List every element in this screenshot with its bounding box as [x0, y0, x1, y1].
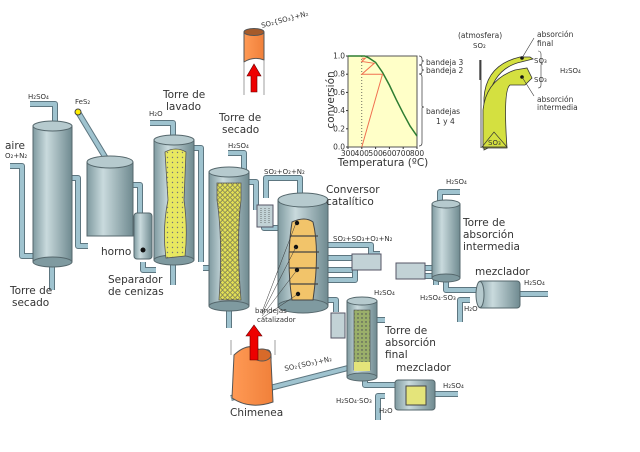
x-tick-label: 800	[410, 149, 425, 158]
oleum-label: H₂SO₄·SO₃	[336, 397, 372, 405]
h2so4-label: H₂SO₄	[443, 382, 464, 390]
chart-ylabel: conversión	[325, 71, 337, 128]
annotation-trays-1-4: bandejas	[426, 107, 460, 116]
fes2-label: FeS₂	[75, 98, 90, 106]
final-absorption-label: absorción	[537, 30, 574, 39]
gas-mix-label: SO₂+SO₃+O₂+N₂	[333, 235, 393, 243]
ash-separator	[133, 212, 153, 260]
h2so4-label: H₂SO₄	[524, 279, 545, 287]
h2so4-label: H₂SO₄	[560, 67, 581, 75]
y-tick-label: 0.0	[333, 143, 345, 152]
absorption-inset: (atmosfera) SO₂ absorción final absorció…	[458, 30, 581, 151]
chimney-top	[243, 28, 265, 95]
y-tick-label: 0.6	[333, 88, 345, 97]
final-tower-label: absorción	[385, 337, 436, 349]
x-tick-label: 500	[368, 149, 383, 158]
converter-label: Conversor	[326, 184, 380, 196]
exhaust-label: SO₂{SO₃}+N₂	[260, 10, 309, 30]
chimney	[230, 324, 276, 406]
x-tick-label: 300	[341, 149, 356, 158]
so2-label: SO₂	[473, 42, 486, 50]
series-equilibrio	[348, 55, 418, 137]
h2so4-label: H₂SO₄	[446, 178, 467, 186]
so3-label: SO₃	[488, 139, 501, 147]
washing-tower-label: lavado	[166, 101, 201, 113]
annotation-tray-3: bandeja 3	[426, 58, 464, 67]
intermediate-tower-label: Torre de	[462, 217, 505, 229]
gas-flow-arrow-icon	[245, 324, 263, 361]
h2o-label: H₂O	[464, 305, 478, 313]
catalyst-trays-label: catalizador	[257, 316, 296, 324]
x-tick-label: 400	[355, 149, 370, 158]
conversion-chart: conversión Temperatura (ºC) bandeja 3 ba…	[325, 52, 464, 170]
h2so4-label: H₂SO₄	[228, 142, 249, 150]
catalytic-converter	[261, 192, 329, 319]
drying-tower-2-label: secado	[222, 124, 259, 136]
washing-tower-label: Torre de	[162, 89, 205, 101]
atmosphere-label: (atmosfera)	[458, 31, 502, 40]
drying-tower-1-label: secado	[12, 297, 49, 309]
washing-tower	[153, 134, 195, 266]
drying-tower-2-label: Torre de	[218, 112, 261, 124]
final-tower-label: Torre de	[384, 325, 427, 337]
ash-separator-label: Separador	[108, 274, 163, 286]
oleum-label: H₂SO₄·SO₃	[420, 294, 456, 302]
pipes	[10, 101, 548, 420]
drying-tower-1-label: Torre de	[9, 285, 52, 297]
intermediate-absorption-label: absorción	[537, 95, 574, 104]
y-tick-label: 0.4	[333, 106, 345, 115]
mixer-1	[475, 280, 521, 309]
x-tick-label: 600	[382, 149, 397, 158]
chimney-label: Chimenea	[230, 407, 283, 419]
intermediate-absorption-label: intermedia	[537, 103, 578, 112]
chart-xlabel: Temperatura (ºC)	[337, 157, 429, 169]
mixer-label: mezclador	[396, 362, 451, 374]
chart-brackets	[418, 55, 425, 147]
mixer-2	[394, 379, 436, 411]
final-absorption-label: final	[537, 39, 553, 48]
so3-label: SO₃	[534, 57, 547, 65]
fes2-feed-icon	[74, 108, 82, 116]
exhaust-label: SO₂{SO₃}+N₂	[284, 355, 333, 373]
so2-o2-n2-label: SO₂+O₂+N₂	[264, 168, 305, 176]
intermediate-tower-label: absorción	[463, 229, 514, 241]
converter-label: catalítico	[326, 196, 374, 208]
final-tower-label: final	[385, 349, 408, 361]
annotation-tray-2: bandeja 2	[426, 66, 464, 75]
ash-separator-label: de cenizas	[108, 286, 164, 298]
annotation-trays-1-4: 1 y 4	[436, 117, 455, 126]
catalyst-trays-label: bandejas	[255, 307, 287, 315]
y-tick-label: 0.8	[333, 70, 345, 79]
labels: H₂SO₄ aire O₂+N₂ Torre de secado FeS₂ ho…	[5, 10, 545, 419]
final-absorption-tower	[346, 296, 378, 382]
gas-flow-arrow-icon	[246, 63, 262, 93]
so3-label: SO₃	[534, 76, 547, 84]
heat-exchanger	[256, 204, 274, 228]
x-tick-label: 700	[396, 149, 411, 158]
drying-tower-1	[32, 120, 73, 268]
air-composition-label: O₂+N₂	[5, 152, 27, 160]
mixer-label: mezclador	[475, 266, 530, 278]
h2so4-label: H₂SO₄	[28, 93, 49, 101]
chart-plot-area	[347, 55, 418, 148]
h2o-label: H₂O	[149, 110, 163, 118]
y-tick-label: 0.2	[333, 124, 345, 133]
air-label: aire	[5, 140, 25, 152]
intermediate-tower-label: intermedia	[463, 241, 520, 253]
furnace	[86, 155, 134, 237]
heat-exchangers-2	[330, 253, 426, 339]
intermediate-absorption-tower	[431, 199, 461, 283]
y-tick-label: 1.0	[333, 52, 345, 61]
h2so4-label: H₂SO₄	[374, 289, 395, 297]
h2o-label: H₂O	[379, 407, 393, 415]
drying-tower-2	[208, 166, 250, 312]
series-operación	[360, 57, 384, 148]
furnace-label: horno	[101, 246, 131, 258]
